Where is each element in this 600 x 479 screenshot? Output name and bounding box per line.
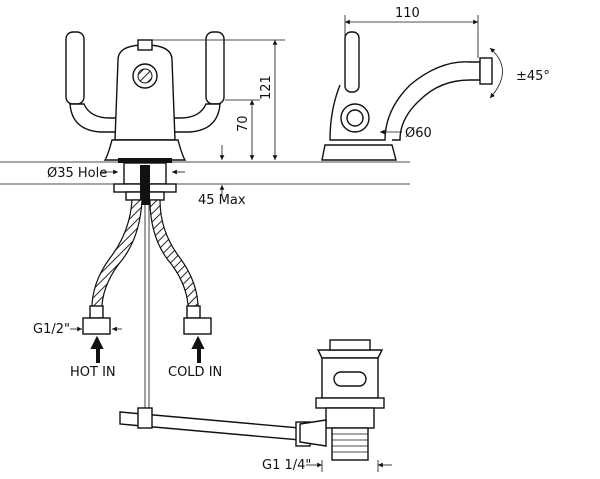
dim-angle: ±45°	[516, 69, 550, 84]
dim-deck-max: 45 Max	[198, 193, 246, 208]
cold-hose-nut	[183, 317, 212, 335]
front-view-mixer	[65, 31, 225, 205]
side-view-mixer	[321, 31, 503, 161]
dim-70: 70	[236, 115, 251, 132]
dimension-lines	[70, 15, 479, 472]
dim-hole: Ø35 Hole	[47, 166, 107, 181]
dim-121: 121	[259, 75, 274, 100]
hot-hose-nipple	[89, 305, 104, 319]
cold-hose-nipple	[186, 305, 201, 319]
hot-handle	[65, 31, 85, 105]
dim-inlet-thread: G1/2"	[33, 322, 70, 337]
pop-up-waste	[299, 339, 385, 461]
cold-in-label: COLD IN	[168, 365, 222, 380]
cold-handle	[205, 31, 225, 105]
hot-inlet-arrow-icon	[90, 335, 104, 363]
pop-up-rod	[119, 205, 311, 447]
deck-surface	[0, 161, 410, 185]
dim-110: 110	[395, 6, 420, 21]
hot-hose-nut	[82, 317, 111, 335]
spray-nozzle	[479, 57, 493, 85]
hot-in-label: HOT IN	[70, 365, 116, 380]
cold-inlet-arrow-icon	[191, 335, 205, 363]
dim-base-diameter: Ø60	[405, 126, 432, 141]
dim-waste-thread: G1 1/4"	[262, 458, 311, 473]
flexible-hoses	[82, 199, 212, 335]
